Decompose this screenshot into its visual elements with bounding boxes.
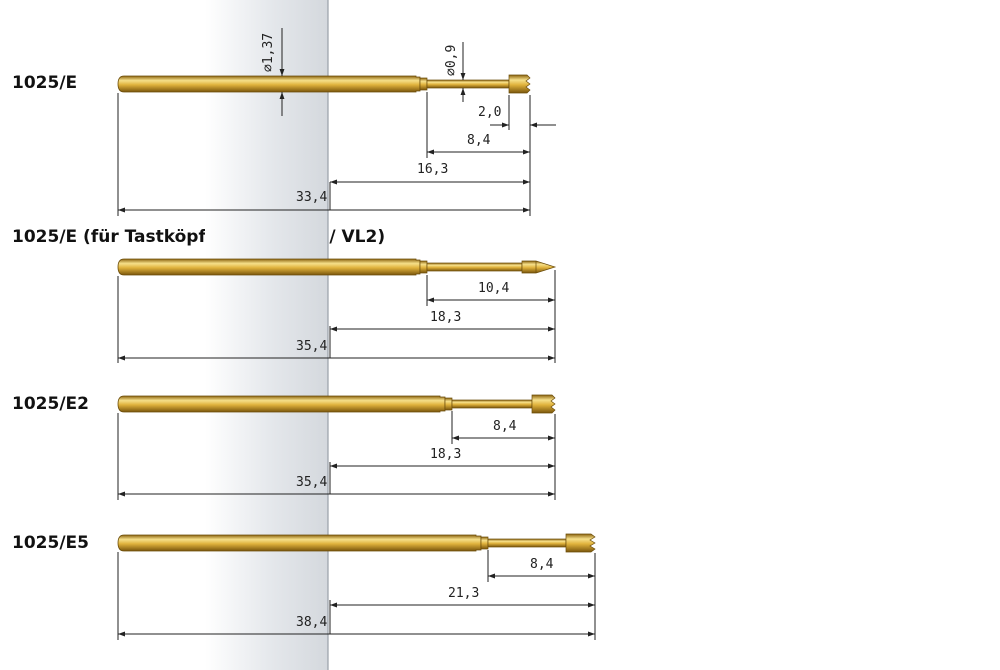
probe-1025-e5: 38,4 21,3 8,4 [117, 533, 596, 640]
dim-body: 16,3 [417, 162, 448, 177]
dim-body: 18,3 [430, 447, 461, 462]
probe-1025-e-hl2: 35,4 18,3 10,4 [117, 258, 557, 363]
barrel-collar [480, 536, 489, 550]
probe-plunger [487, 538, 567, 548]
probe-plunger [426, 79, 510, 89]
crown-tip [508, 74, 531, 94]
dim-body: 21,3 [448, 586, 479, 601]
dim-overall: 33,4 [296, 190, 327, 205]
dim-overall: 35,4 [296, 339, 327, 354]
spear-tip [521, 260, 557, 274]
barrel-collar [419, 77, 428, 91]
crown-tip [531, 394, 556, 414]
dim-plunger: 8,4 [467, 133, 491, 148]
probe-barrel [117, 258, 421, 276]
dim-tip: 2,0 [478, 105, 501, 120]
probe-1025-e: 33,4 16,3 8,4 2,0 ⌀1,37 ⌀0,9 [117, 28, 556, 216]
probe-plunger [451, 399, 533, 409]
dim-overall: 35,4 [296, 475, 327, 490]
dim-overall: 38,4 [296, 615, 327, 630]
probe-1025-e2: 35,4 18,3 8,4 [117, 394, 556, 500]
probe-plunger [426, 262, 523, 272]
probe-title-1025-e5: 1025/E5 [12, 533, 89, 553]
dim-dia-body: ⌀1,37 [261, 33, 276, 72]
barrel-collar [419, 260, 428, 274]
probe-barrel [117, 395, 446, 413]
probe-barrel [117, 75, 421, 93]
background-panel [205, 0, 328, 670]
barrel-collar [444, 397, 453, 411]
probe-barrel [117, 534, 482, 552]
dim-dia-plunger: ⌀0,9 [444, 45, 459, 76]
crown-tip [565, 533, 596, 553]
dim-body: 18,3 [430, 310, 461, 325]
dim-plunger: 10,4 [478, 281, 509, 296]
probe-title-1025-e2: 1025/E2 [12, 394, 89, 414]
probe-title-1025-e: 1025/E [12, 73, 78, 93]
dim-plunger: 8,4 [493, 419, 517, 434]
dim-plunger: 8,4 [530, 557, 554, 572]
